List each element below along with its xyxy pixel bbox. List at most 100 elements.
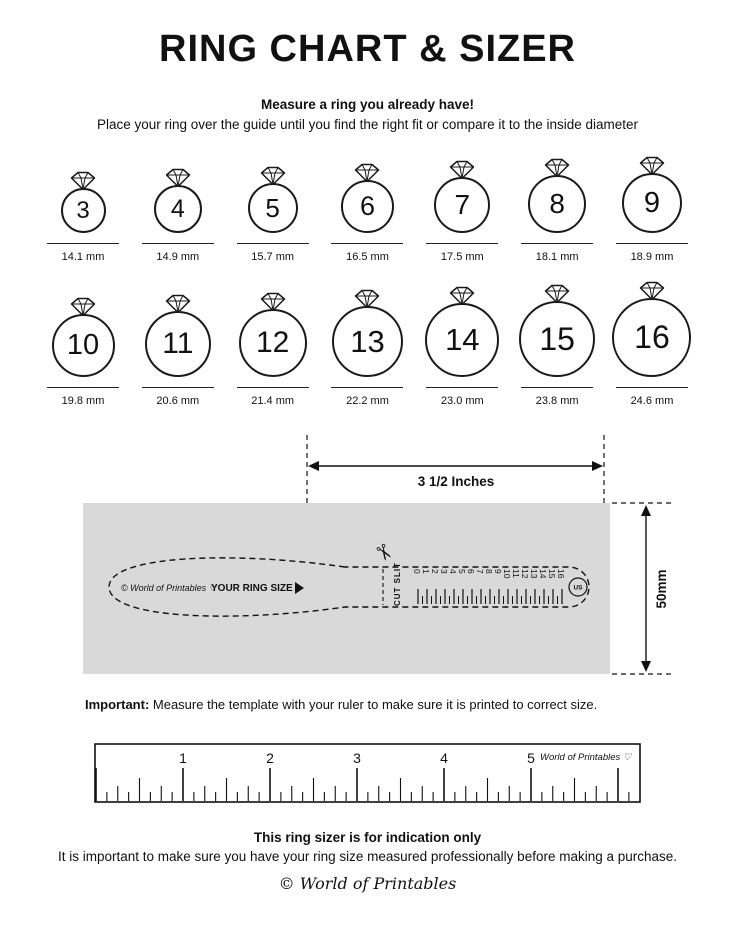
divider: [331, 243, 404, 244]
ring-size-11: 11 20.6 mm: [133, 294, 223, 407]
ring-circle: 4: [153, 185, 202, 233]
footer-bold: This ring sizer is for indication only: [253, 830, 482, 845]
ring-size-16: 16 24.6 mm: [607, 281, 697, 407]
your-ring-size-label: YOUR RING SIZE: [211, 583, 293, 594]
ruler-outline: [94, 743, 641, 803]
divider: [141, 387, 214, 388]
ring-size-8: 8 18.1 mm: [512, 158, 602, 263]
svg-text:13: 13: [529, 569, 539, 579]
ring-diameter-label: 14.1 mm: [61, 251, 105, 263]
us-circle: [568, 577, 588, 597]
height-measure-arrow: 50mm: [641, 505, 669, 672]
ruler-numbers: 1 2 3 4 5: [179, 750, 535, 766]
divider: [47, 387, 119, 388]
svg-text:3: 3: [439, 569, 449, 574]
important-note: Important: Measure the template with you…: [85, 697, 735, 712]
ring-circle: 11: [144, 311, 211, 377]
ring-diameter-label: 15.7 mm: [251, 251, 295, 263]
svg-text:0: 0: [412, 569, 422, 574]
ring-circle: 7: [434, 177, 491, 233]
ring-size-7: 7 17.5 mm: [417, 160, 507, 263]
divider: [331, 387, 404, 388]
important-label: Important:: [85, 697, 150, 712]
ring-circle: 6: [340, 180, 394, 233]
svg-text:1: 1: [421, 569, 431, 574]
ruler-brand: World of Printables ♡: [540, 752, 633, 763]
ring-size-number: 9: [643, 186, 661, 219]
subtitle: Place your ring over the guide until you…: [96, 117, 639, 132]
svg-text:6: 6: [466, 569, 476, 574]
ring-sizer-diagram: 3 1/2 Inches 50mm ✂ CUT SLIT © World of …: [83, 435, 674, 675]
ring-size-number: 15: [539, 320, 575, 357]
ring-diameter-label: 21.4 mm: [251, 395, 295, 407]
svg-text:1: 1: [179, 750, 187, 766]
ring-circle: 10: [51, 314, 115, 377]
ring-diameter-label: 14.9 mm: [156, 251, 200, 263]
ring-circle: 14: [425, 303, 500, 377]
ring-size-3: 3 14.1 mm: [38, 171, 128, 263]
subtitle-bold: Measure a ring you already have!: [260, 97, 475, 112]
ring-size-number: 14: [445, 322, 480, 357]
svg-text:4: 4: [440, 750, 448, 766]
svg-text:8: 8: [484, 569, 494, 574]
divider: [141, 243, 214, 244]
ring-size-number: 5: [265, 192, 280, 223]
svg-text:4: 4: [448, 569, 458, 574]
cut-slit-label: CUT SLIT: [393, 562, 402, 606]
width-label: 3 1/2 Inches: [418, 474, 495, 489]
ring-circle: 8: [528, 175, 587, 233]
ring-size-14: 14 23.0 mm: [417, 286, 507, 407]
ring-diameter-label: 16.5 mm: [346, 251, 389, 263]
ring-size-10: 10 19.8 mm: [38, 297, 128, 407]
ring-size-12: 12 21.4 mm: [228, 292, 318, 407]
ring-diameter-label: 23.0 mm: [440, 395, 484, 407]
strip-cut-outline: [108, 557, 590, 617]
arrow-right-icon: [295, 582, 304, 594]
page-title: RING CHART & SIZER: [159, 28, 576, 70]
ring-diameter-label: 20.6 mm: [156, 395, 200, 407]
ring-row-1: 3 14.1 mm 4 14.9 mm 5 15.7 mm 6 16.5 mm …: [0, 156, 735, 263]
divider: [426, 387, 499, 388]
svg-text:2: 2: [430, 569, 440, 574]
ring-circle: 5: [247, 183, 298, 233]
svg-text:15: 15: [547, 569, 557, 579]
ring-size-number: 7: [454, 189, 471, 220]
footer-text: It is important to make sure you have yo…: [57, 849, 678, 864]
width-measure-arrow: 3 1/2 Inches: [308, 461, 603, 489]
ring-size-number: 11: [162, 327, 194, 360]
ring-size-number: 4: [170, 194, 185, 223]
svg-text:5: 5: [527, 750, 535, 766]
svg-text:2: 2: [266, 750, 274, 766]
ring-size-9: 9 18.9 mm: [607, 156, 697, 263]
ring-size-number: 10: [66, 329, 100, 361]
ruler: 1 2 3 4 5 World of Printables ♡: [94, 743, 641, 803]
ring-size-15: 15 23.8 mm: [512, 284, 602, 407]
ring-size-number: 3: [76, 196, 90, 224]
ring-size-4: 4 14.9 mm: [133, 168, 223, 263]
ring-circle: 9: [621, 173, 682, 233]
ring-row-2: 10 19.8 mm 11 20.6 mm 12 21.4 mm 13 22.2…: [0, 281, 735, 407]
strip-brand: © World of Printables ♡: [121, 583, 218, 593]
ring-diameter-label: 24.6 mm: [630, 395, 674, 407]
height-label: 50mm: [654, 569, 669, 608]
ring-circle: 15: [519, 301, 596, 377]
ring-circle: 3: [60, 188, 106, 233]
ring-size-5: 5 15.7 mm: [228, 166, 318, 263]
ring-diameter-label: 18.1 mm: [535, 251, 579, 263]
ring-circle: 13: [331, 306, 403, 377]
svg-text:3: 3: [353, 750, 361, 766]
svg-text:12: 12: [520, 569, 530, 579]
ring-chart-document: RING CHART & SIZER Measure a ring you al…: [0, 28, 735, 893]
svg-text:7: 7: [475, 569, 485, 574]
ring-diameter-label: 18.9 mm: [630, 251, 674, 263]
divider: [521, 243, 594, 244]
svg-text:16: 16: [556, 569, 566, 579]
ring-diameter-label: 17.5 mm: [440, 251, 484, 263]
ring-size-number: 8: [549, 188, 565, 219]
ring-size-number: 13: [350, 323, 385, 359]
footer-brand: © World of Printables: [278, 874, 457, 893]
important-text: Measure the template with your ruler to …: [149, 697, 598, 712]
ring-size-number: 12: [255, 326, 290, 359]
divider: [521, 387, 594, 388]
